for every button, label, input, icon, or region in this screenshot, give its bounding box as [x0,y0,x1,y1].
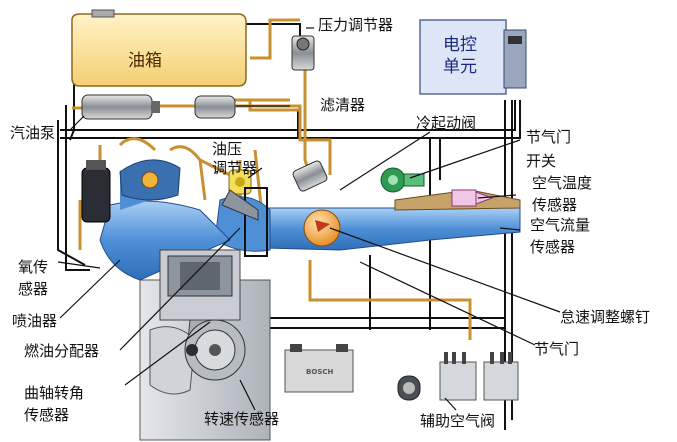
ecu-unit [419,19,527,95]
label-idle-screw: 怠速调整螺钉 [560,308,651,326]
ecu-label: 电控 单元 [443,35,477,77]
injector-highlight [221,187,268,257]
label-aux-air-valve: 辅助空气阀 [420,412,496,430]
fuel-pump [81,94,160,120]
fuel-tank-label: 油箱 [128,51,162,71]
engine-block [139,249,271,441]
leader-lines [57,27,561,411]
ignition-coil [81,160,111,223]
throttle-valve-ball [303,209,341,247]
label-throttle: 节气门 [534,340,580,358]
label-oxygen-sensor: 氧传 感器 [18,258,49,298]
pressure-regulator-top [291,35,315,71]
label-injector: 喷油器 [12,312,58,330]
throttle-switch-body [380,167,425,193]
label-pressure-regulator: 压力调节器 [318,16,394,34]
label-speed-sensor: 转速传感器 [204,410,280,428]
label-air-flow-sensor: 空气流量 传感器 [530,216,591,256]
label-oil-pressure-regulator: 油压 调节器 [212,140,258,177]
distributor [119,159,181,201]
label-throttle-switch: 节气门 开关 [526,128,572,170]
aux-air-valve-parts [397,352,519,401]
cold-start-valve-body [292,160,328,192]
label-filter: 滤清器 [320,96,366,114]
label-cold-start-valve: 冷起动阀 [416,114,477,132]
label-air-temp-sensor: 空气温度 传感器 [532,174,593,214]
label-fuel-distributor: 燃油分配器 [24,342,100,360]
fuel-tank [71,9,247,87]
battery-brand: BOSCH [306,368,334,376]
label-fuel-pump: 汽油泵 [10,124,56,142]
label-crank-sensor: 曲轴转角 传感器 [24,384,85,424]
battery [284,344,354,393]
fuel-filter [194,95,236,119]
